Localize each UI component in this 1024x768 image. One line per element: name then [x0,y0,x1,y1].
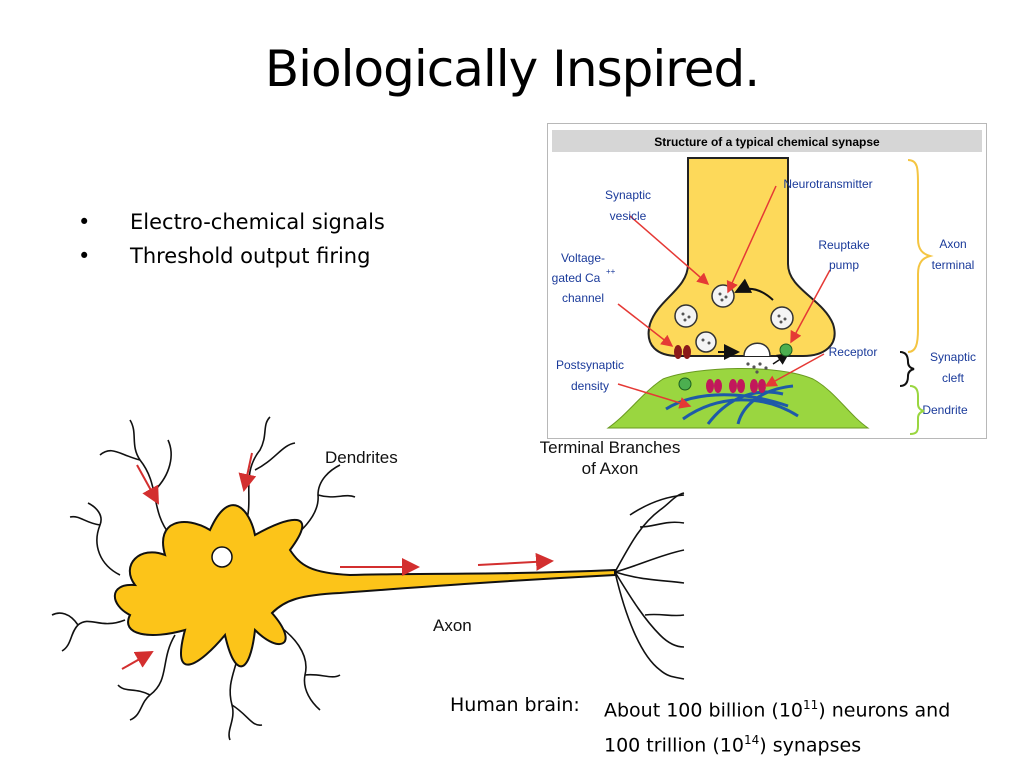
dendrite-brace [909,385,925,435]
synaptic-cleft-brace [899,351,915,387]
label-axon-terminal-2: terminal [932,258,975,272]
label-voltage-gated-sup: ++ [606,267,616,276]
label-reuptake-pump-1: Reuptake [818,238,870,252]
label-synaptic-cleft-2: cleft [942,371,965,385]
exocytosis-vesicle [743,342,771,357]
label-receptor: Receptor [829,345,878,359]
released-neurotransmitter [746,362,768,374]
synapse-diagram: Structure of a typical chemical synapse [552,130,982,435]
label-synaptic-vesicle-1: Synaptic [605,188,651,202]
label-voltage-gated-1: Voltage- [561,251,605,265]
bullet-text: Electro-chemical signals [130,210,385,234]
label-terminal-branches-2: of Axon [582,459,639,478]
bullet-list: •Electro-chemical signals •Threshold out… [78,205,385,273]
bullet-text: Threshold output firing [130,244,371,268]
nucleus [211,546,233,568]
label-axon: Axon [433,616,472,635]
vesicle-dots [681,292,787,345]
postsynaptic-pump-shape [678,377,692,391]
bullet-item: •Threshold output firing [78,244,371,268]
stat-label: Human brain: [450,694,580,716]
stat-line-2: 100 trillion (1014) synapses [604,733,862,757]
synapse-title-bar [552,130,982,152]
slide-title: Biologically Inspired. [264,40,760,98]
label-terminal-branches-1: Terminal Branches [540,438,681,457]
brain-statistics: Human brain: About 100 billion (1011) ne… [450,690,950,761]
label-synaptic-cleft-1: Synaptic [930,350,976,364]
label-pointer-arrows [617,185,831,409]
synaptic-vesicles [674,284,794,353]
label-voltage-gated-3: channel [562,291,604,305]
axon-terminal-branches [614,492,685,680]
stat-line-1: About 100 billion (1011) neurons and [604,698,951,722]
reuptake-pump-shape [779,343,793,357]
postsynaptic-density-fibers [665,384,799,425]
neuron-diagram: Dendrites Terminal Branches of Axon Axon [51,416,685,741]
neuron-cell-body [113,504,616,668]
label-dendrite: Dendrite [922,403,968,417]
label-axon-terminal-1: Axon [939,237,966,251]
recycle-arrow [734,278,774,301]
axon-terminal-shape [647,157,836,357]
ca-channels [674,345,691,359]
label-synaptic-vesicle-2: vesicle [610,209,647,223]
synapse-title: Structure of a typical chemical synapse [654,135,880,149]
label-reuptake-pump-2: pump [829,258,859,272]
label-neurotransmitter: Neurotransmitter [783,177,872,191]
receptors [706,379,766,393]
label-dendrites: Dendrites [325,448,398,467]
label-postsynaptic-density-1: Postsynaptic [556,358,624,372]
axon-terminal-brace [907,159,934,353]
signal-arrows [121,452,554,670]
synapse-figure: Structure of a typical chemical synapse [547,123,987,439]
label-postsynaptic-density-2: density [571,379,609,393]
bullet-item: •Electro-chemical signals [78,210,385,234]
label-voltage-gated-2: gated Ca [552,271,601,285]
